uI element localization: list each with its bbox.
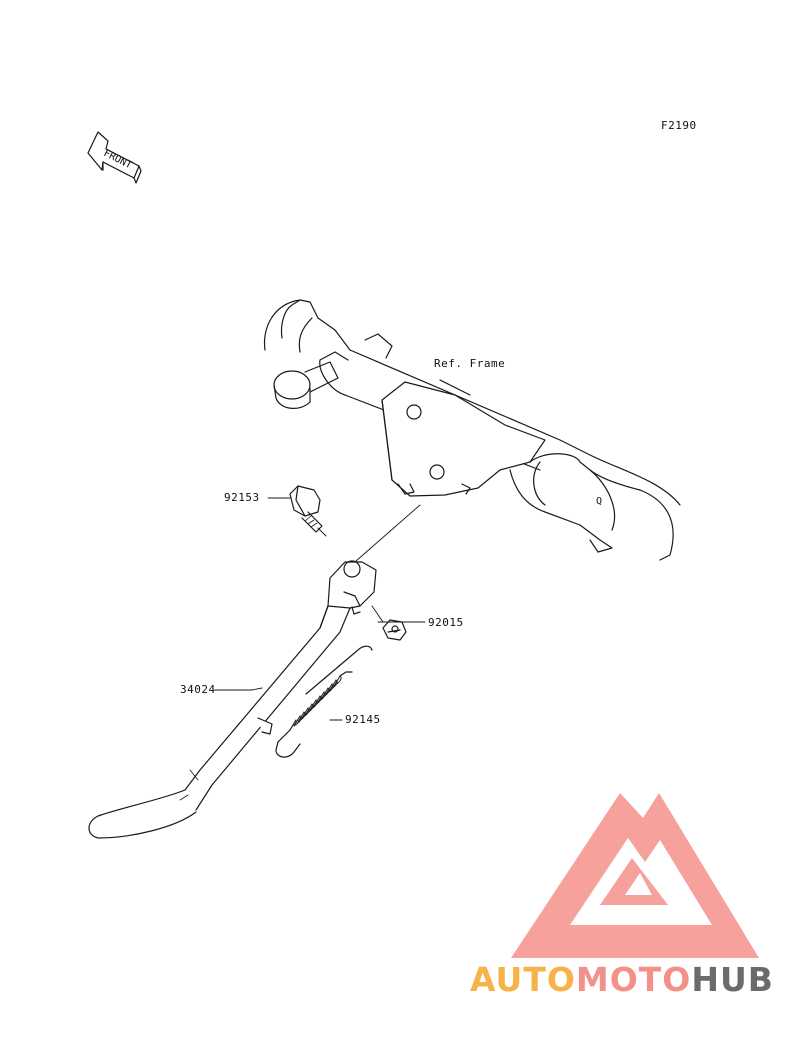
part-number-spring: 92145: [345, 713, 381, 726]
ref-frame-label: Ref. Frame: [434, 357, 506, 370]
side-stand-34024: [88, 560, 377, 839]
frame-tube: [263, 299, 681, 561]
leader-34024: [214, 687, 263, 691]
watermark-part-auto: AUTO: [470, 960, 576, 999]
front-arrow-icon: FRONT: [87, 131, 142, 184]
figure-code: F2190: [661, 119, 697, 132]
bolt-92153: [289, 485, 327, 537]
assembly-guide-line: [347, 504, 421, 569]
part-number-stand: 34024: [180, 683, 216, 696]
watermark-part-moto: MOTO: [575, 960, 692, 999]
watermark-part-hub: HUB: [691, 960, 774, 999]
watermark-text: AUTOMOTOHUB: [470, 963, 774, 996]
nut-92015: [371, 605, 407, 641]
ref-mark: Q: [596, 496, 603, 507]
part-number-bolt: 92153: [224, 491, 260, 504]
spring-92145: [275, 645, 373, 758]
automotohub-logo-icon: [511, 793, 759, 958]
part-number-nut: 92015: [428, 616, 464, 629]
